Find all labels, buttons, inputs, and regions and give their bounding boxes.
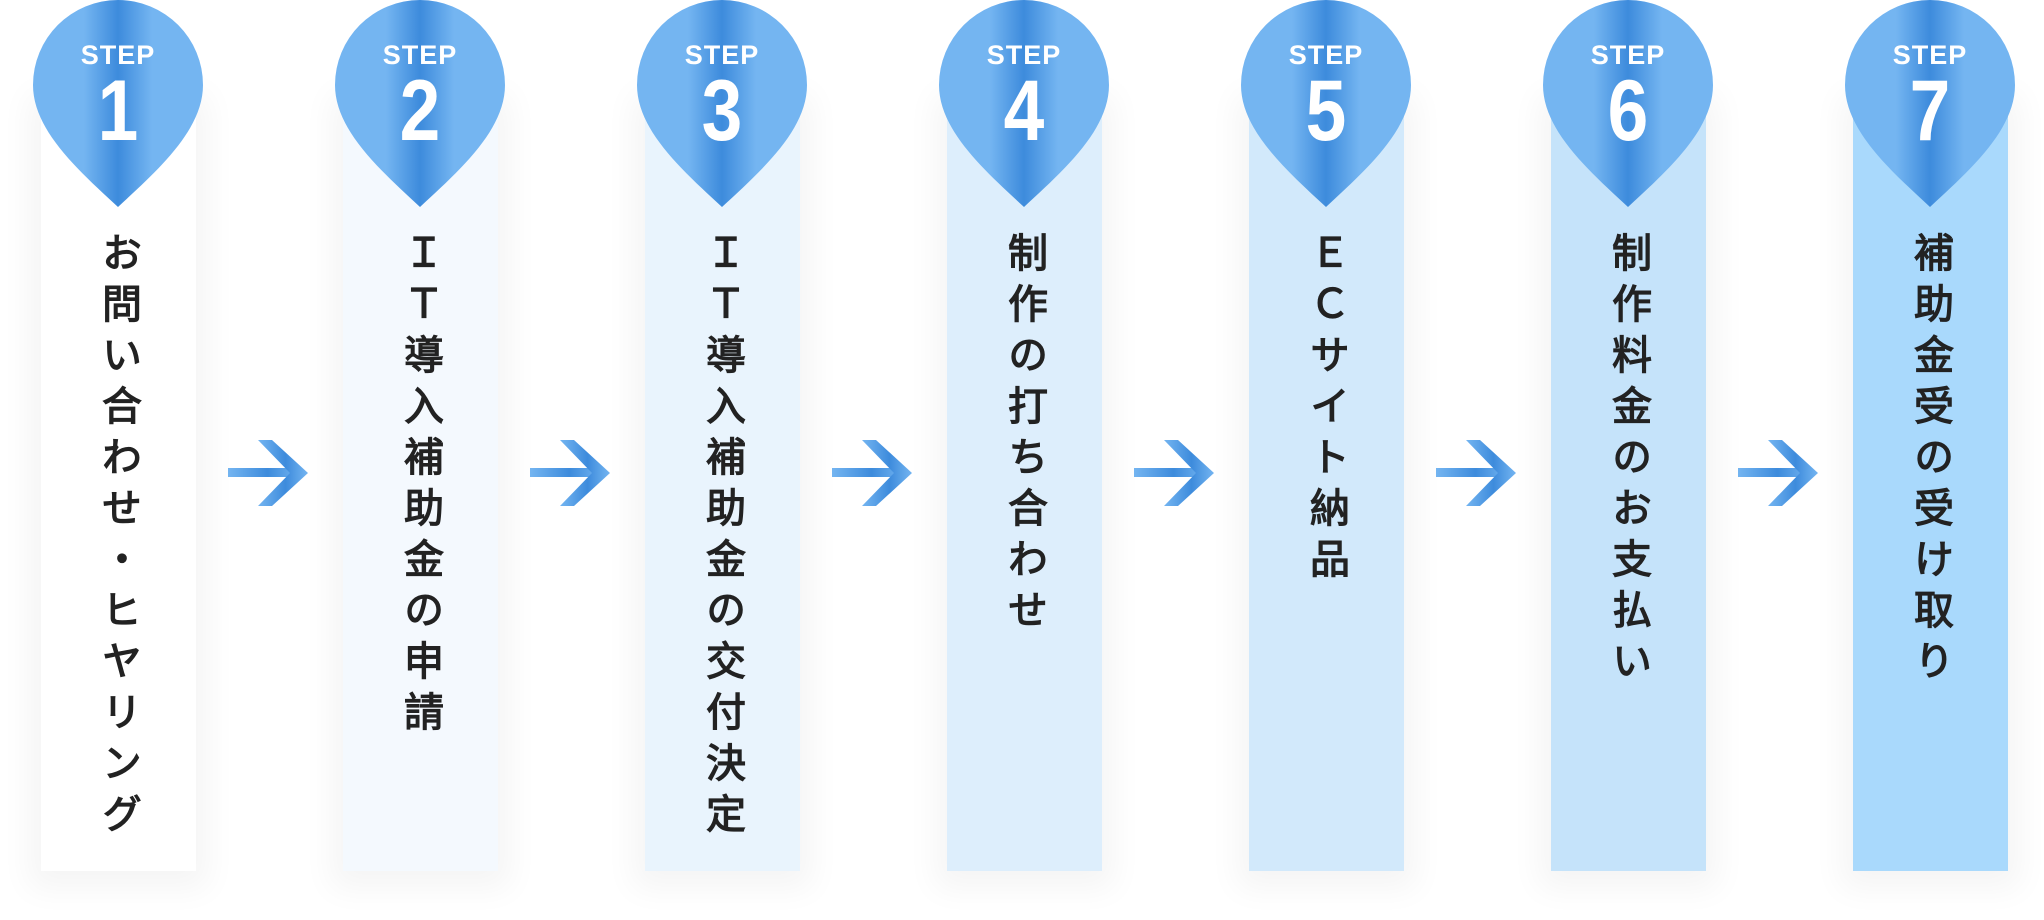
step-pin-marker: STEP 6 (1543, 0, 1713, 207)
arrow-right-icon (832, 440, 912, 506)
arrow-right-icon (1436, 440, 1516, 506)
step-pin-marker: STEP 2 (335, 0, 505, 207)
step-card (1551, 100, 1706, 871)
step-pin-marker: STEP 1 (33, 0, 203, 207)
step-5: STEP 5 ＥＣサイト納品 (1241, 0, 1411, 900)
step-title: お問い合わせ・ヒヤリング (33, 232, 203, 844)
step-title-text: 補助金受の受け取り (1907, 232, 1953, 691)
step-1: STEP 1 お問い合わせ・ヒヤリング (33, 0, 203, 900)
step-card (1853, 100, 2008, 871)
step-number: 2 (399, 63, 441, 159)
step-title-text: ＥＣサイト納品 (1303, 232, 1349, 589)
step-title-text: 制作の打ち合わせ (1001, 232, 1047, 640)
step-6: STEP 6 制作料金のお支払い (1543, 0, 1713, 900)
step-label: STEP (684, 40, 760, 70)
step-title: ＥＣサイト納品 (1241, 232, 1411, 589)
step-2: STEP 2 ＩＴ導入補助金の申請 (335, 0, 505, 900)
step-number: 3 (701, 63, 743, 159)
step-pin-marker: STEP 4 (939, 0, 1109, 207)
step-title-text: 制作料金のお支払い (1605, 232, 1651, 691)
step-title-text: ＩＴ導入補助金の申請 (397, 232, 443, 742)
step-title-text: ＩＴ導入補助金の交付決定 (699, 232, 745, 844)
arrow-right-icon (530, 440, 610, 506)
step-title: 制作料金のお支払い (1543, 232, 1713, 691)
step-4: STEP 4 制作の打ち合わせ (939, 0, 1109, 900)
step-label: STEP (1288, 40, 1364, 70)
step-number: 6 (1607, 63, 1649, 159)
step-title: 補助金受の受け取り (1845, 232, 2015, 691)
step-pin-marker: STEP 7 (1845, 0, 2015, 207)
step-pin-marker: STEP 5 (1241, 0, 1411, 207)
step-number: 4 (1003, 63, 1045, 159)
step-title: 制作の打ち合わせ (939, 232, 1109, 640)
step-label: STEP (1590, 40, 1666, 70)
step-label: STEP (1892, 40, 1968, 70)
step-3: STEP 3 ＩＴ導入補助金の交付決定 (637, 0, 807, 900)
step-card (41, 100, 196, 871)
step-card (1249, 100, 1404, 871)
step-title: ＩＴ導入補助金の申請 (335, 232, 505, 742)
step-card (343, 100, 498, 871)
step-number: 7 (1909, 63, 1951, 159)
step-label: STEP (382, 40, 458, 70)
arrow-right-icon (1738, 440, 1818, 506)
step-title-text: お問い合わせ・ヒヤリング (95, 232, 141, 844)
step-label: STEP (80, 40, 156, 70)
step-number: 1 (97, 63, 139, 159)
arrow-right-icon (228, 440, 308, 506)
step-card (947, 100, 1102, 871)
step-7: STEP 7 補助金受の受け取り (1845, 0, 2015, 900)
step-card (645, 100, 800, 871)
step-title: ＩＴ導入補助金の交付決定 (637, 232, 807, 844)
step-pin-marker: STEP 3 (637, 0, 807, 207)
step-label: STEP (986, 40, 1062, 70)
step-number: 5 (1305, 63, 1347, 159)
arrow-right-icon (1134, 440, 1214, 506)
